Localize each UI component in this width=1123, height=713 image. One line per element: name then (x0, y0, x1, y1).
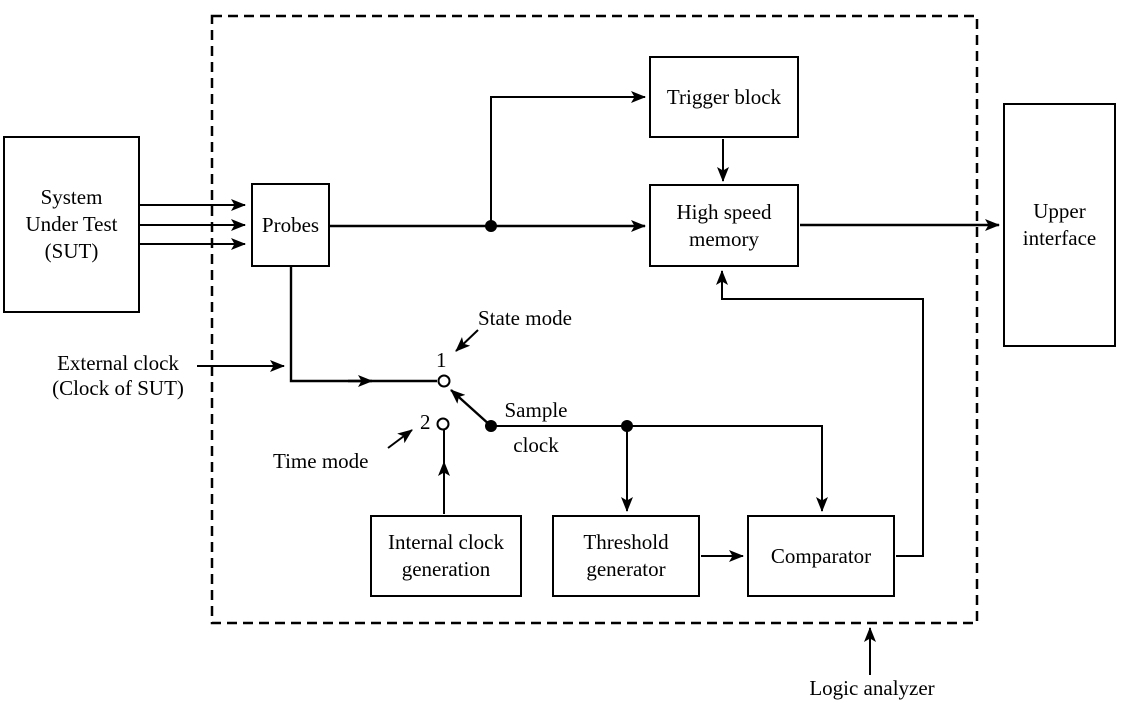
threshold-generator-block: Threshold generator (552, 515, 700, 597)
connector-junction-trigger (490, 91, 646, 226)
switch-contact-2 (436, 417, 450, 431)
state-mode-pointer-arrow (455, 329, 479, 352)
state-mode-label: State mode (478, 306, 572, 330)
logic-analyzer-boundary (210, 14, 979, 625)
high-speed-memory-block: High speed memory (649, 184, 799, 267)
internal-clock-generation-block: Internal clock generation (370, 515, 522, 597)
connector-probes-switch (289, 267, 437, 383)
internal-clock-generation-label: Internal clock generation (387, 530, 505, 581)
junction-dot-probe-line (485, 220, 497, 232)
sut-block: System Under Test (SUT) (3, 136, 140, 313)
time-mode-label: Time mode (273, 449, 369, 473)
connector-sut-probes (140, 199, 246, 250)
comparator-label: Comparator (770, 543, 872, 568)
upper-interface-label: Upper interface (1022, 199, 1097, 250)
sut-label: System Under Test (SUT) (25, 185, 118, 263)
probes-block: Probes (251, 183, 330, 267)
switch-pivot-dot (485, 420, 497, 432)
logic-analyzer-label: Logic analyzer (809, 676, 935, 700)
switch-position-2-label: 2 (420, 410, 431, 434)
trigger-block-label: Trigger block (666, 84, 782, 109)
external-clock-label: External clock (Clock of SUT) (52, 351, 184, 400)
high-speed-memory-label: High speed memory (676, 199, 772, 251)
comparator-block: Comparator (747, 515, 895, 597)
switch-lever (450, 389, 492, 427)
time-mode-pointer-arrow (387, 429, 413, 449)
connector-comparator-memory (716, 270, 924, 557)
sample-clock-label: Sample clock (504, 398, 568, 457)
switch-position-1-label: 1 (436, 348, 447, 372)
connector-sample-clock-comparator (491, 425, 828, 512)
trigger-block: Trigger block (649, 56, 799, 138)
probes-label: Probes (261, 212, 320, 237)
switch-contact-1 (437, 374, 451, 388)
threshold-generator-label: Threshold generator (583, 530, 669, 581)
junction-dot-sample-clock (621, 420, 633, 432)
upper-interface-block: Upper interface (1003, 103, 1116, 347)
